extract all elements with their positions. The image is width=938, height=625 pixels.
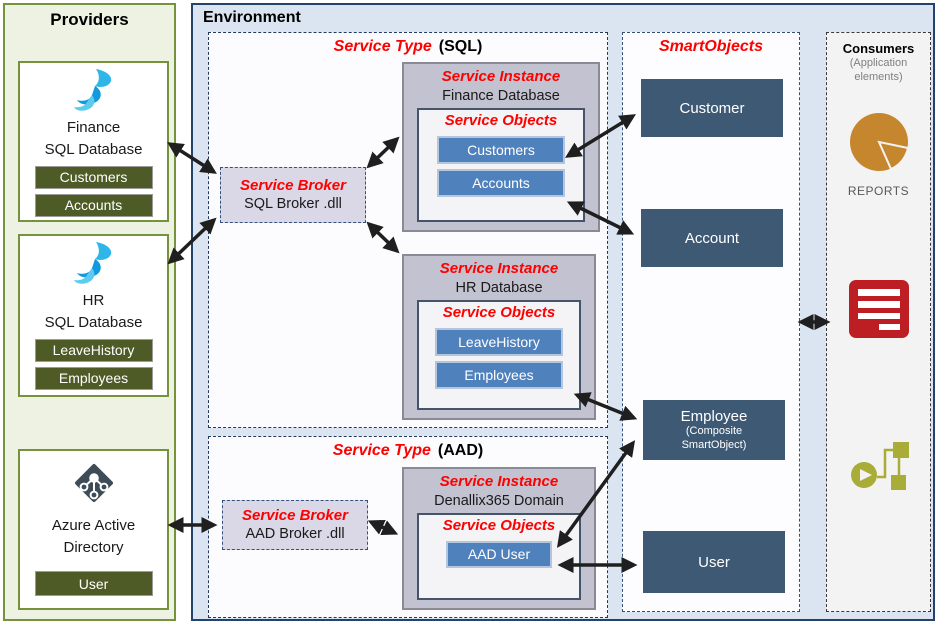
service-objects-label: Service Objects — [442, 304, 556, 322]
denallix365-service-instance-box: Service Instance Denallix365 Domain Serv… — [402, 467, 596, 610]
azure-ad-provider-box: Azure Active Directory User — [18, 449, 169, 610]
service-object-aad-user: AAD User — [446, 540, 552, 568]
service-instance-name: Denallix365 Domain — [434, 492, 564, 509]
service-type-label: Service Type — [333, 38, 432, 55]
finance-service-objects-box: Service Objects Customers Accounts — [417, 108, 585, 222]
service-type-suffix: (AAD) — [437, 442, 484, 459]
service-instance-label: Service Instance — [439, 260, 559, 277]
service-instance-name: Finance Database — [442, 87, 560, 104]
consumers-subtitle: (Application elements) — [849, 57, 908, 84]
service-object-customers: Customers — [437, 135, 565, 164]
providers-title: Providers — [50, 10, 129, 29]
service-instance-label: Service Instance — [441, 68, 561, 85]
provider-name: HR — [82, 292, 105, 309]
smartobject-account: Account — [641, 209, 783, 267]
smartobjects-column: SmartObjects Customer Account Employee (… — [622, 32, 800, 612]
service-instance-name: HR Database — [455, 279, 543, 296]
service-object-accounts: Accounts — [437, 168, 565, 197]
provider-name: Finance — [66, 119, 121, 136]
service-object-leavehistory: LeaveHistory — [435, 327, 563, 356]
hr-sql-provider-box: HR SQL Database LeaveHistory Employees — [18, 234, 169, 397]
provider-table-accounts: Accounts — [34, 193, 153, 217]
smartobject-user: User — [643, 531, 785, 593]
finance-service-instance-box: Service Instance Finance Database Servic… — [402, 62, 600, 232]
sql-server-icon — [72, 241, 116, 290]
provider-table-employees: Employees — [34, 366, 153, 390]
provider-table-customers: Customers — [34, 165, 153, 189]
environment-title: Environment — [203, 9, 301, 26]
service-broker-label: Service Broker — [240, 176, 346, 194]
consumers-column: Consumers (Application elements) REPORTS — [826, 32, 931, 612]
hr-service-instance-box: Service Instance HR Database Service Obj… — [402, 254, 596, 420]
provider-name: Azure Active — [51, 517, 136, 534]
service-broker-label: Service Broker — [242, 506, 348, 524]
service-objects-label: Service Objects — [442, 517, 556, 535]
service-broker-name: SQL Broker .dll — [244, 195, 342, 212]
sql-service-broker-box: Service Broker SQL Broker .dll — [220, 167, 366, 223]
smartobject-employee-subtitle: (Composite SmartObject) — [681, 425, 747, 451]
smartobject-employee: Employee (Composite SmartObject) — [643, 400, 785, 460]
provider-type: SQL Database — [44, 313, 143, 331]
provider-type: SQL Database — [44, 140, 143, 158]
service-objects-label: Service Objects — [444, 112, 558, 130]
finance-sql-provider-box: Finance SQL Database Customers Accounts — [18, 61, 169, 222]
consumers-title: Consumers — [842, 41, 915, 56]
provider-name-2: Directory — [63, 538, 124, 556]
workflow-icon — [848, 437, 910, 496]
service-instance-label: Service Instance — [439, 473, 559, 490]
azure-ad-icon — [67, 456, 121, 515]
service-type-label: Service Type — [332, 442, 431, 459]
service-type-sql-header: Service Type (SQL) — [209, 33, 607, 56]
service-type-aad-header: Service Type (AAD) — [209, 437, 607, 460]
smartobjects-title: SmartObjects — [658, 38, 764, 55]
provider-table-leavehistory: LeaveHistory — [34, 338, 153, 362]
service-type-suffix: (SQL) — [438, 38, 483, 55]
provider-table-user: User — [34, 571, 153, 596]
reports-label: REPORTS — [847, 183, 910, 198]
service-broker-name: AAD Broker .dll — [245, 525, 345, 542]
service-object-employees: Employees — [435, 360, 563, 389]
sql-server-icon — [72, 68, 116, 117]
smartobject-customer: Customer — [641, 79, 783, 137]
aad-service-broker-box: Service Broker AAD Broker .dll — [222, 500, 368, 550]
providers-panel: Providers Finance SQL Database Customers… — [3, 3, 176, 621]
aad-service-objects-box: Service Objects AAD User — [417, 513, 581, 600]
smartobject-employee-name: Employee — [680, 408, 748, 426]
hr-service-objects-box: Service Objects LeaveHistory Employees — [417, 300, 581, 410]
form-icon — [848, 279, 909, 343]
pie-chart-icon — [848, 111, 910, 178]
